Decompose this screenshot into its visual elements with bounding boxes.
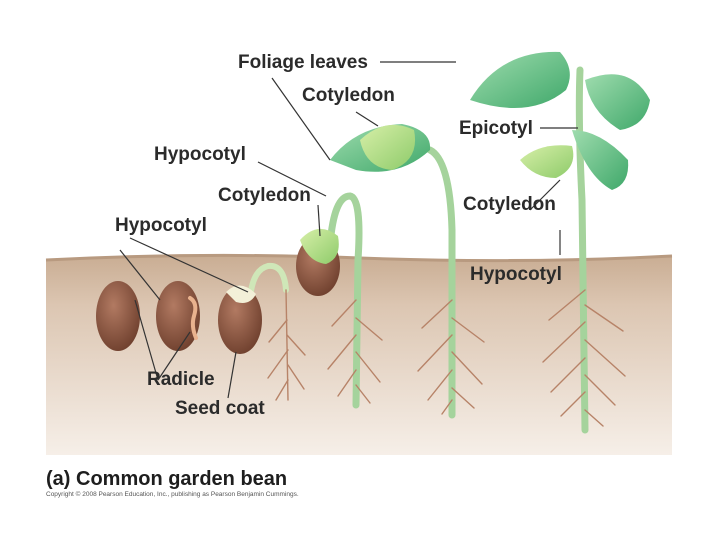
label-radicle: Radicle — [147, 370, 215, 389]
figure-caption: (a) Common garden bean — [46, 468, 287, 491]
label-epicotyl: Epicotyl — [459, 119, 533, 138]
bean-seed — [96, 281, 140, 351]
foliage-leaf — [470, 52, 570, 108]
label-seed-coat: Seed coat — [175, 399, 265, 418]
label-hypocotyl-right: Hypocotyl — [470, 265, 562, 284]
label-cotyledon-top: Cotyledon — [302, 86, 395, 105]
label-cotyledon-right: Cotyledon — [463, 195, 556, 214]
label-cotyledon-mid: Cotyledon — [218, 186, 311, 205]
copyright-notice: Copyright © 2008 Pearson Education, Inc.… — [46, 491, 299, 498]
label-foliage-leaves: Foliage leaves — [238, 53, 368, 72]
label-hypocotyl-left: Hypocotyl — [115, 216, 207, 235]
cotyledon-leaf — [520, 145, 573, 178]
label-hypocotyl-upper: Hypocotyl — [154, 145, 246, 164]
foliage-leaf — [585, 74, 650, 130]
